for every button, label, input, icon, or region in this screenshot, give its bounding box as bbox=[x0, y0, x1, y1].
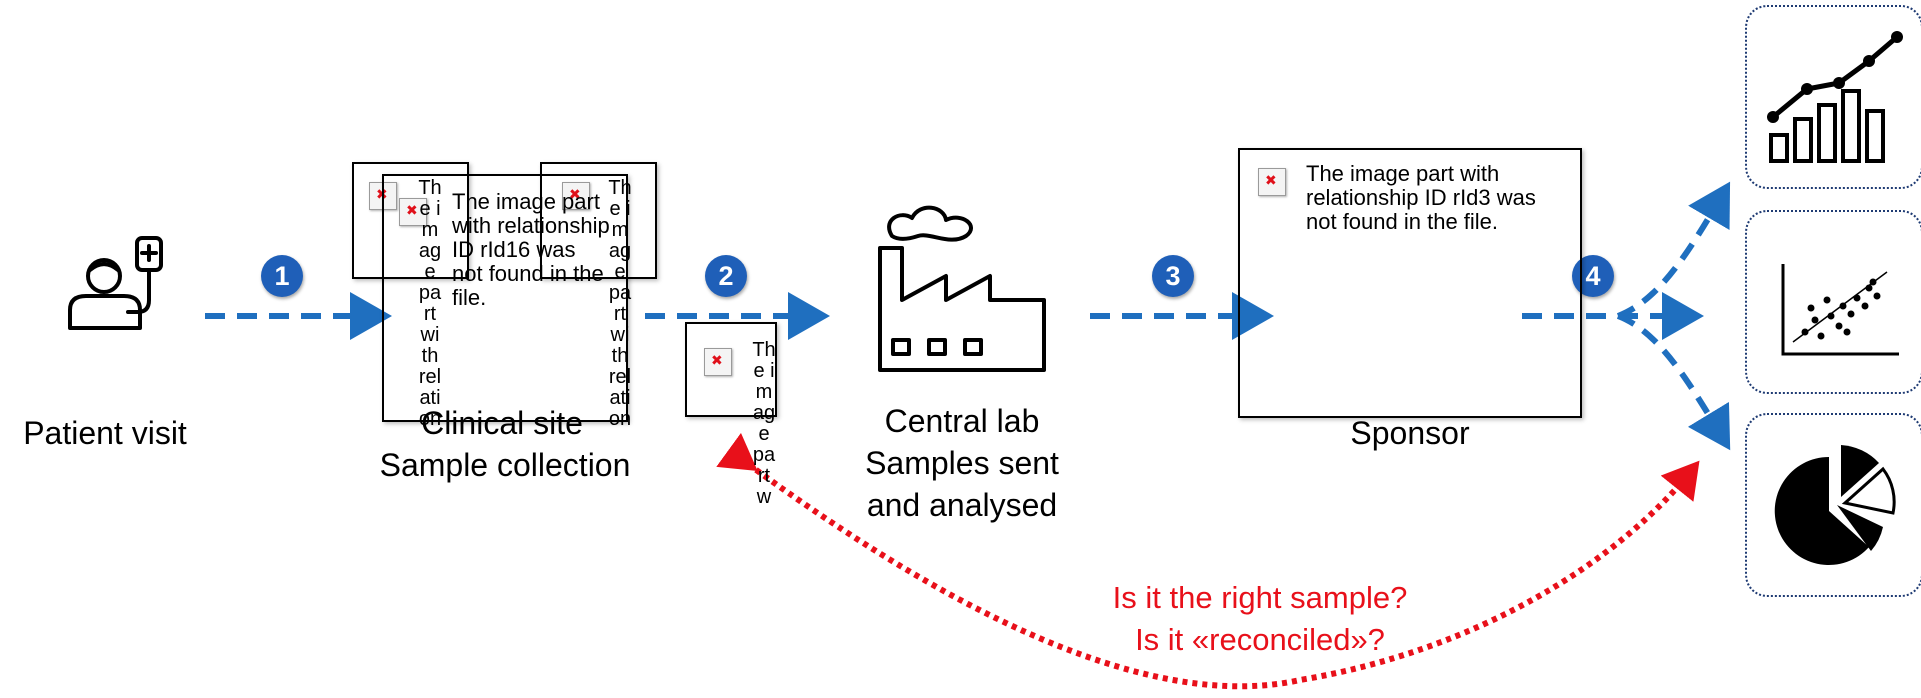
output-panel-scatter bbox=[1745, 210, 1921, 394]
sponsor-label: Sponsor bbox=[1350, 415, 1470, 451]
central-lab-label: Central lab bbox=[884, 403, 1040, 439]
patient-visit-label: Patient visit bbox=[23, 415, 187, 451]
vertical-missing-text-c: The image part w bbox=[752, 339, 776, 508]
missing-image-frame-rld3: The image part with relationship ID rId3… bbox=[1238, 148, 1582, 418]
missing-image-text-rld16: The image part with relationship ID rId1… bbox=[452, 189, 610, 310]
missing-image-icon bbox=[1258, 168, 1286, 196]
patient-iv-icon bbox=[68, 236, 163, 330]
missing-image-icon bbox=[704, 348, 732, 376]
question-line-1: Is it the right sample? bbox=[1112, 580, 1408, 615]
pie-chart-icon bbox=[1774, 445, 1896, 565]
missing-image-frame-b bbox=[540, 162, 657, 279]
vertical-missing-text-b: The image part with relation bbox=[608, 177, 632, 430]
missing-image-text-rld3: The image part with relationship ID rId3… bbox=[1306, 161, 1536, 234]
and-analysed-label: and analysed bbox=[866, 487, 1058, 523]
step-badge-3: 3 bbox=[1152, 255, 1194, 297]
line-bar-chart-icon bbox=[1767, 31, 1903, 163]
missing-image-frame-c bbox=[685, 322, 777, 417]
scatter-plot-icon bbox=[1781, 264, 1899, 356]
step-badge-1: 1 bbox=[261, 255, 303, 297]
factory-icon bbox=[878, 205, 1046, 372]
missing-image-frame-rld16: The image part with relationship ID rId1… bbox=[382, 174, 628, 422]
samples-sent-label: Samples sent bbox=[865, 445, 1059, 481]
sample-collection-label: Sample collection bbox=[379, 447, 631, 483]
vertical-missing-text-a: The image part with relation bbox=[418, 177, 442, 430]
output-panel-trend bbox=[1745, 5, 1921, 189]
missing-image-icon bbox=[562, 182, 590, 210]
fan-arrow-down bbox=[1616, 313, 1731, 451]
missing-image-icon bbox=[399, 198, 427, 226]
clinical-site-label: Clinical site bbox=[421, 405, 583, 441]
question-line-2: Is it «reconciled»? bbox=[1135, 622, 1385, 657]
fan-arrow-up bbox=[1616, 181, 1731, 319]
step-badge-2: 2 bbox=[705, 255, 747, 297]
step-badge-4: 4 bbox=[1572, 255, 1614, 297]
output-panel-pie bbox=[1745, 413, 1921, 597]
